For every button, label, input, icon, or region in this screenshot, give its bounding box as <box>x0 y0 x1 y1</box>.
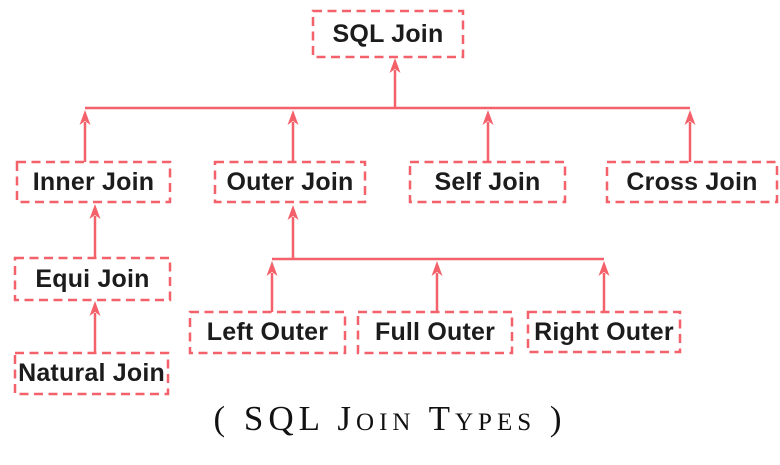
node-natural-join: Natural Join <box>18 359 165 387</box>
node-sql-join: SQL Join <box>332 19 444 48</box>
node-self-join: Self Join <box>434 167 541 196</box>
node-inner-join: Inner Join <box>32 167 155 196</box>
node-full-outer: Full Outer <box>374 318 496 346</box>
node-cross-join: Cross Join <box>626 167 758 196</box>
node-equi-join: Equi Join <box>35 264 150 293</box>
node-outer-join: Outer Join <box>226 167 354 196</box>
diagram-caption: ( SQL Join Types ) <box>213 399 567 438</box>
node-left-outer: Left Outer <box>206 318 329 346</box>
edge-strokes <box>83 70 692 353</box>
node-right-outer: Right Outer <box>534 317 674 346</box>
